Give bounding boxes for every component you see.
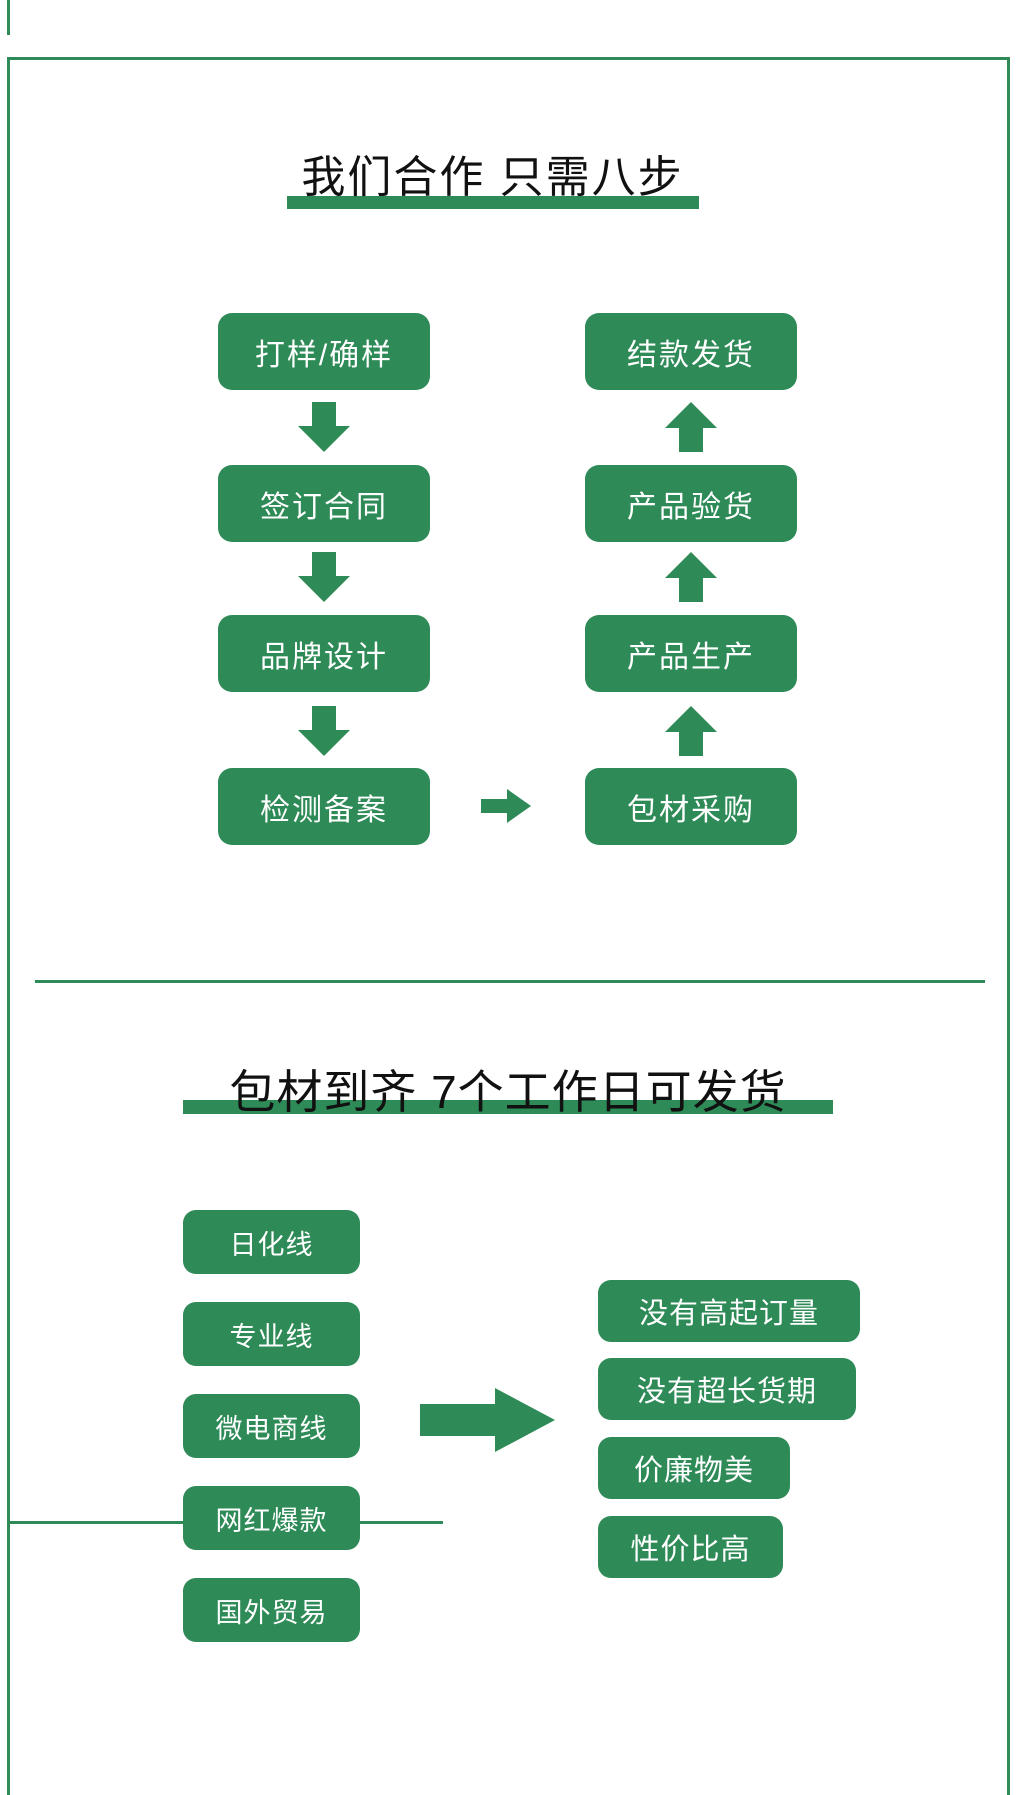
- frame-border-top: [7, 57, 1008, 60]
- flow-step-box: 产品验货: [585, 465, 797, 542]
- up-arrow-icon: [665, 402, 717, 452]
- big-right-arrow-icon: [420, 1388, 555, 1452]
- frame-border-left: [7, 57, 10, 1795]
- product-line-box: 网红爆款: [183, 1486, 360, 1550]
- section2-title: 包材到齐 7个工作日可发货: [229, 1066, 787, 1118]
- frame-border-stub-top-left: [7, 0, 10, 35]
- down-arrow-icon: [298, 706, 350, 756]
- right-arrow-icon: [481, 789, 531, 823]
- product-line-box: 专业线: [183, 1302, 360, 1366]
- benefit-box: 没有超长货期: [598, 1358, 856, 1420]
- benefit-box: 没有高起订量: [598, 1280, 860, 1342]
- flow-step-box: 打样/确样: [218, 313, 430, 390]
- down-arrow-icon: [298, 402, 350, 452]
- frame-border-right: [1007, 57, 1010, 1795]
- flow-step-box: 签订合同: [218, 465, 430, 542]
- title-underline-bar: [183, 1100, 833, 1114]
- flow-step-box: 检测备案: [218, 768, 430, 845]
- section-divider-line: [35, 980, 985, 983]
- section1-title: 我们合作 只需八步: [301, 153, 684, 202]
- flow-step-box: 包材采购: [585, 768, 797, 845]
- flow-step-box: 品牌设计: [218, 615, 430, 692]
- title-underline-bar: [287, 196, 699, 209]
- benefit-box: 性价比高: [598, 1516, 783, 1578]
- down-arrow-icon: [298, 552, 350, 602]
- product-line-box: 国外贸易: [183, 1578, 360, 1642]
- up-arrow-icon: [665, 552, 717, 602]
- up-arrow-icon: [665, 706, 717, 756]
- product-line-box: 微电商线: [183, 1394, 360, 1458]
- benefit-box: 价廉物美: [598, 1437, 790, 1499]
- product-line-box: 日化线: [183, 1210, 360, 1274]
- flow-step-box: 产品生产: [585, 615, 797, 692]
- flow-step-box: 结款发货: [585, 313, 797, 390]
